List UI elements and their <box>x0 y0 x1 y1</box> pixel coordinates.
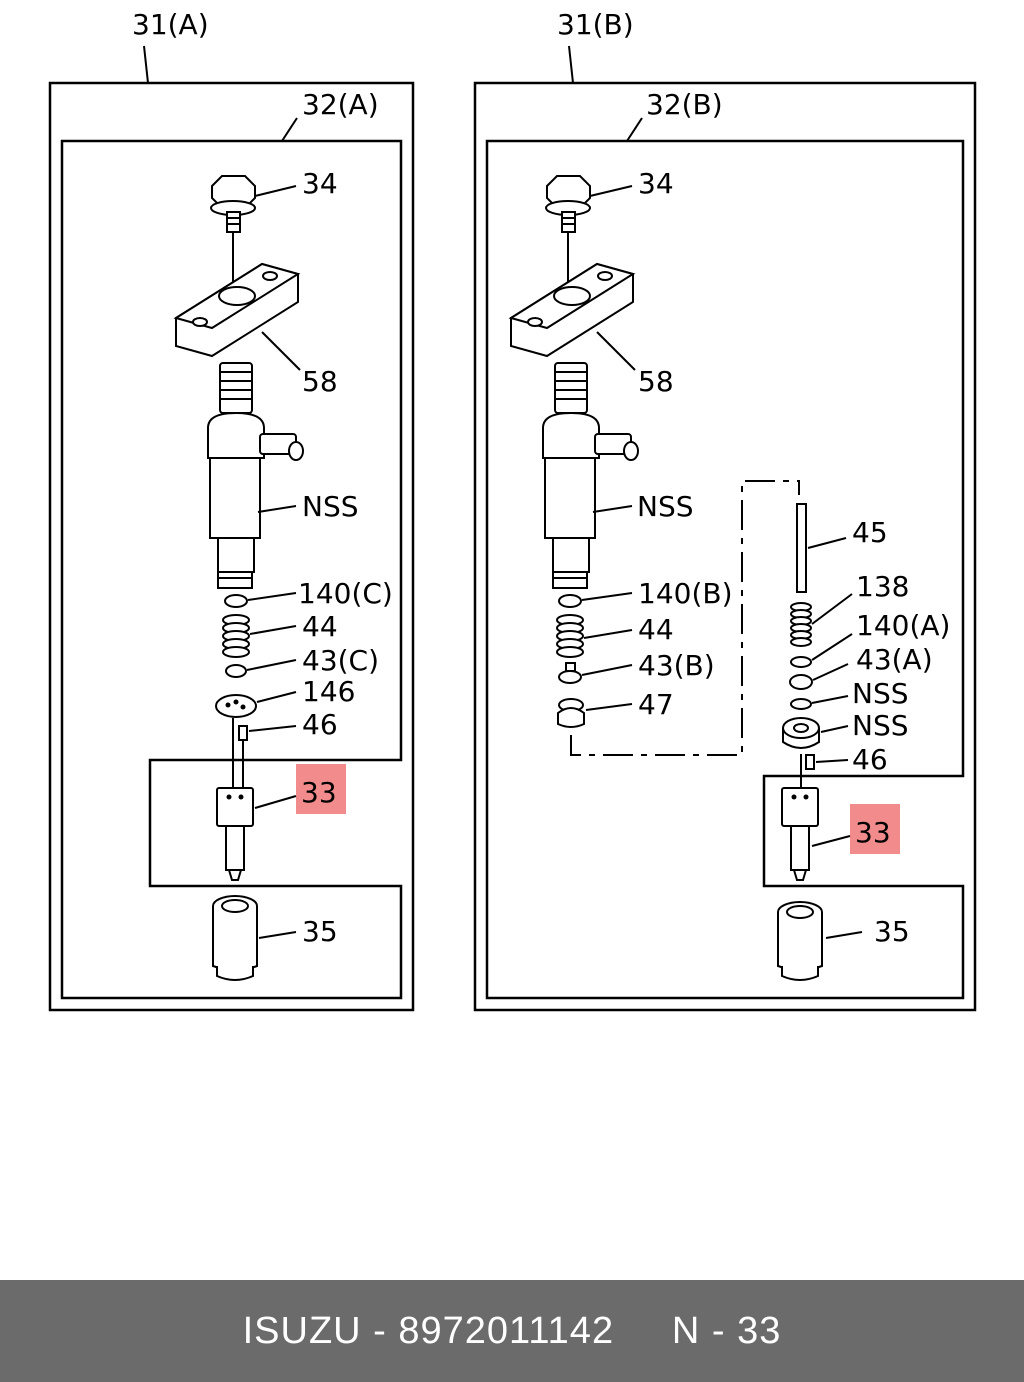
outer-box-a <box>48 81 415 1012</box>
callout-35b: 35 <box>874 915 910 948</box>
shim-icon <box>790 698 812 710</box>
footer-bar: ISUZU - 8972011142 N - 33 <box>0 1280 1024 1382</box>
seat-icon <box>558 662 582 684</box>
callout-140c: 140(C) <box>298 577 393 610</box>
callout-44a: 44 <box>302 610 338 643</box>
seat-icon <box>789 674 813 690</box>
connection-bracket <box>570 480 800 756</box>
callout-44b: 44 <box>638 613 674 646</box>
callout-nss-shim: NSS <box>852 677 909 710</box>
callout-33a: 33 <box>301 776 337 809</box>
callout-46b: 46 <box>852 743 888 776</box>
callout-43b: 43(B) <box>638 649 715 682</box>
assembly-a: 31(A) 32(A) 34 58 <box>48 8 415 1012</box>
label-31b: 31(B) <box>557 8 634 41</box>
callout-138: 138 <box>856 570 909 603</box>
callout-140a: 140(A) <box>856 609 950 642</box>
inner-box-b <box>485 139 965 1000</box>
clamp-icon <box>173 262 301 358</box>
label-31a: 31(A) <box>132 8 209 41</box>
callout-33b: 33 <box>855 816 891 849</box>
spring-icon <box>556 614 584 658</box>
injector-body-icon <box>542 362 639 589</box>
washer-icon <box>224 594 248 608</box>
callout-35a: 35 <box>302 915 338 948</box>
callout-43a: 43(A) <box>856 643 933 676</box>
nozzle-nut-icon <box>777 901 823 981</box>
footer-ref-prefix: N <box>671 1309 701 1352</box>
parts-diagram: 31(A) 32(A) 34 58 <box>48 8 977 1012</box>
label-32a: 32(A) <box>302 88 379 121</box>
spring-icon <box>790 602 812 647</box>
callout-nss-body-b: NSS <box>637 490 694 523</box>
callout-146: 146 <box>302 675 355 708</box>
footer-brand: ISUZU <box>242 1309 362 1352</box>
cap-icon <box>557 698 585 728</box>
callout-nss-spacer: NSS <box>852 709 909 742</box>
callout-46a: 46 <box>302 708 338 741</box>
spacer-icon <box>215 694 257 718</box>
callout-58b: 58 <box>638 365 674 398</box>
nozzle-icon <box>216 787 254 881</box>
callout-140b: 140(B) <box>638 577 733 610</box>
rod-icon <box>796 503 807 593</box>
washer-icon <box>790 656 812 668</box>
seat-icon <box>225 664 247 678</box>
label-32b: 32(B) <box>646 88 723 121</box>
injector-body-icon <box>207 362 304 589</box>
callout-34b: 34 <box>638 167 674 200</box>
nozzle-icon <box>781 787 819 881</box>
nozzle-nut-icon <box>212 895 258 981</box>
callout-43c: 43(C) <box>302 644 379 677</box>
bolt-icon <box>210 175 256 233</box>
highlight-33b <box>850 804 900 854</box>
washer-icon <box>558 594 582 608</box>
footer-ref-number: 33 <box>737 1309 782 1352</box>
footer-ref-separator: - <box>711 1309 726 1352</box>
outer-box-b <box>473 81 977 1012</box>
pin-icon <box>238 725 248 741</box>
callout-58: 58 <box>302 365 338 398</box>
callout-34: 34 <box>302 167 338 200</box>
inner-box-a <box>60 139 403 1000</box>
footer-separator: - <box>373 1309 387 1352</box>
assembly-b: 31(B) 32(B) 34 58 <box>473 8 977 1012</box>
callout-nss-body-a: NSS <box>302 490 359 523</box>
spacer-icon <box>782 717 820 749</box>
pin-icon <box>805 754 815 770</box>
callout-45: 45 <box>852 516 888 549</box>
bolt-icon <box>545 175 591 233</box>
clamp-icon <box>508 262 636 358</box>
footer-part-number: 8972011142 <box>398 1309 615 1352</box>
spring-icon <box>222 614 250 658</box>
highlight-33a <box>296 764 346 814</box>
callout-47: 47 <box>638 688 674 721</box>
